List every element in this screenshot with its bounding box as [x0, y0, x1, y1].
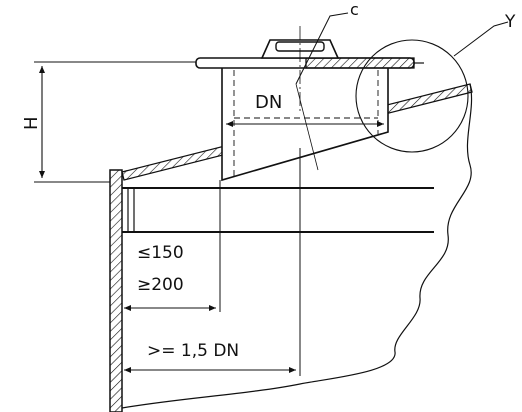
label-dist-min: ≥200 [137, 275, 184, 295]
dimension-distance [124, 180, 221, 312]
label-y: Y [504, 12, 516, 32]
label-h: H [21, 116, 42, 130]
detail-circle-y [355, 21, 509, 153]
flange-plate [195, 57, 424, 69]
break-line [121, 83, 473, 409]
dimension-h [34, 61, 196, 183]
dimension-span [124, 148, 301, 376]
vertical-wall [109, 169, 123, 412]
cover-handle [260, 26, 340, 112]
label-c: c [350, 0, 359, 19]
horizontal-beam [122, 187, 434, 233]
leader-c [295, 12, 349, 171]
label-dist-span: >= 1,5 DN [147, 341, 239, 361]
label-dn: DN [255, 92, 282, 113]
label-dist-max: ≤150 [137, 243, 184, 263]
